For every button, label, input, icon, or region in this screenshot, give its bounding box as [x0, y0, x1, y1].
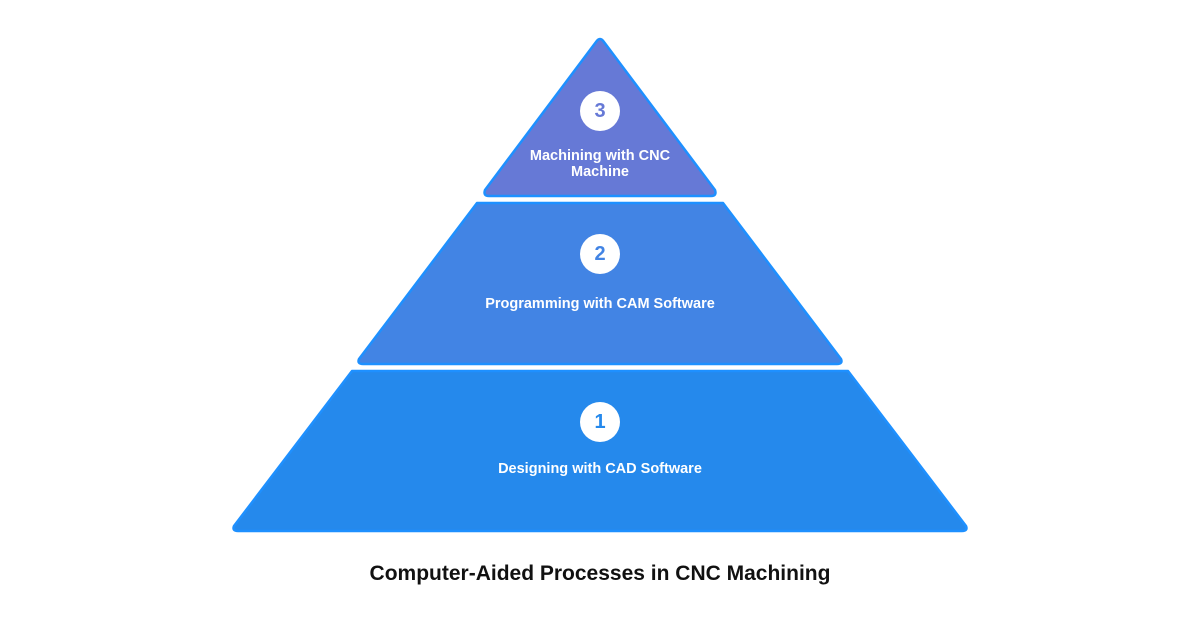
tier-3-number: 3 [594, 100, 605, 122]
pyramid-tier-2: 2 Programming with CAM Software [357, 201, 843, 366]
tier-2-number: 2 [594, 243, 605, 265]
diagram-caption: Computer-Aided Processes in CNC Machinin… [369, 562, 831, 585]
tier-2-badge [580, 234, 620, 274]
pyramid-tier-3: 3 Machining with CNC Machine [483, 37, 717, 198]
tier-1-badge [580, 402, 620, 442]
tier-1-shape [232, 369, 968, 533]
tier-2-label: Programming with CAM Software [485, 296, 715, 312]
tier-3-label-line-1: Machining with CNC [530, 148, 671, 164]
tier-1-label: Designing with CAD Software [498, 461, 702, 477]
tier-3-label-line-2: Machine [571, 164, 629, 180]
tier-3-badge [580, 91, 620, 131]
tier-1-number: 1 [594, 411, 605, 433]
pyramid-tier-1: 1 Designing with CAD Software [232, 369, 968, 533]
tier-2-shape [357, 201, 843, 366]
